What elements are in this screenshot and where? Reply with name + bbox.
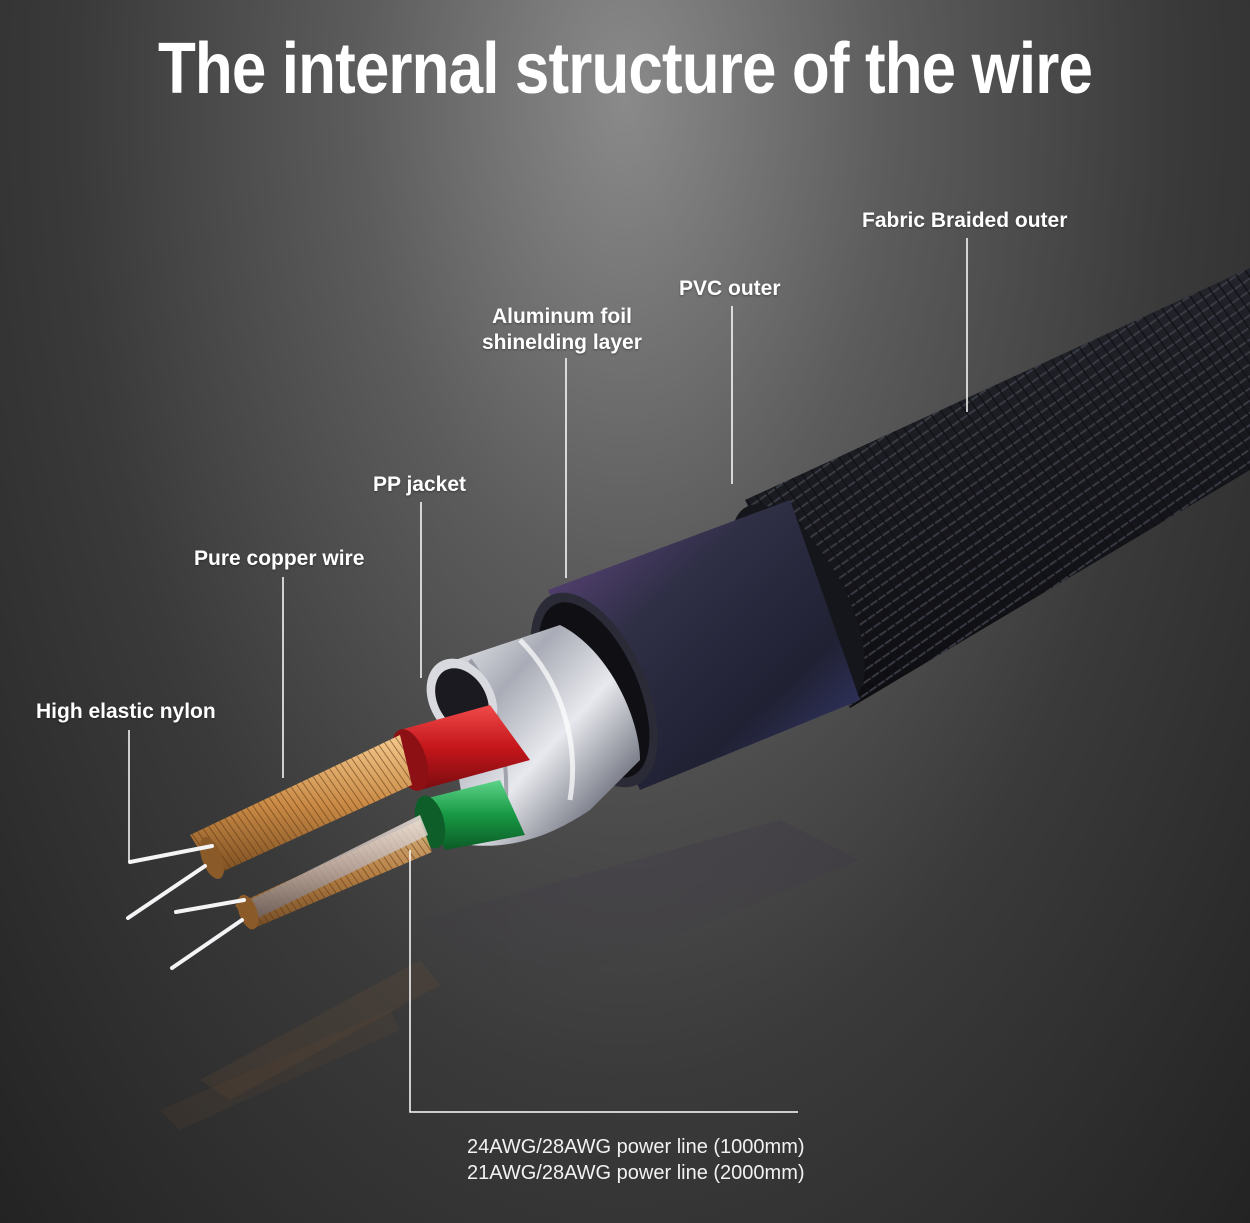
copper-strand-bundle [190, 735, 432, 930]
label-pure-copper-wire: Pure copper wire [194, 547, 365, 570]
leader-power-line [409, 850, 798, 1113]
leader-lines [128, 238, 968, 1113]
label-fabric-braided-outer: Fabric Braided outer [862, 209, 1068, 232]
label-aluminum-foil: Aluminum foil shinelding layer [482, 304, 642, 356]
cable-reflection [160, 820, 860, 1130]
power-line-spec-2: 21AWG/28AWG power line (2000mm) [467, 1162, 805, 1184]
page-title: The internal structure of the wire [157, 29, 1093, 109]
label-pvc-outer: PVC outer [679, 277, 781, 300]
label-high-elastic-nylon: High elastic nylon [36, 700, 216, 723]
label-aluminum-foil-line1: Aluminum foil [491, 305, 632, 328]
power-line-spec-1: 24AWG/28AWG power line (1000mm) [467, 1136, 805, 1158]
label-aluminum-foil-line2: shinelding layer [482, 331, 642, 354]
label-pp-jacket: PP jacket [373, 473, 467, 496]
nylon-filaments [126, 844, 246, 970]
